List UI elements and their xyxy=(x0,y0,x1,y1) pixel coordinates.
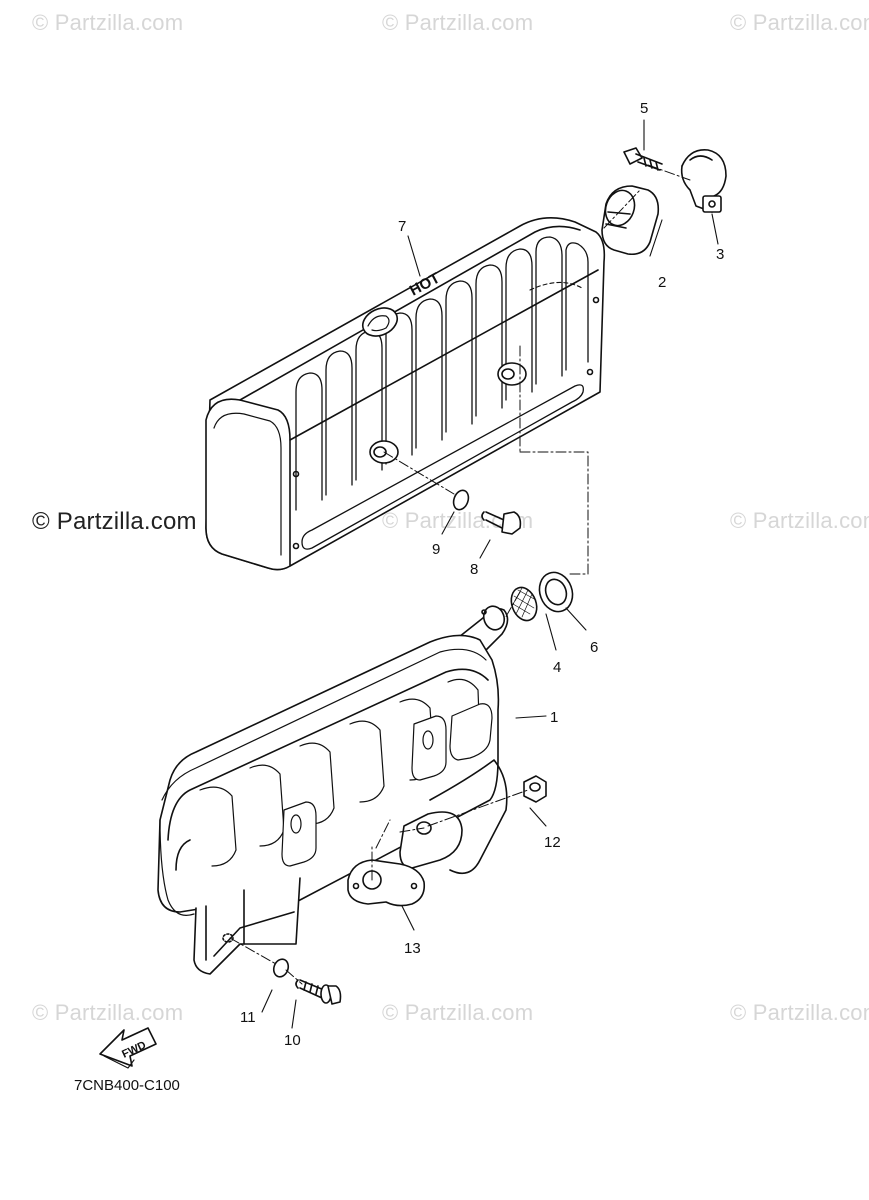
watermark: © Partzilla.com xyxy=(382,1000,534,1025)
callout-numbers: 1 2 3 4 5 6 7 8 9 10 11 12 13 FWD xyxy=(120,100,724,1061)
clamp-part-3 xyxy=(680,149,727,213)
callout-5: 5 xyxy=(640,100,648,117)
bolt-part-5 xyxy=(623,147,663,171)
gasket-part-6 xyxy=(538,571,574,613)
watermark: © Partzilla.com xyxy=(32,1000,184,1025)
watermark: © Partzilla.com xyxy=(32,10,184,35)
flange-gasket-part-13 xyxy=(347,859,426,907)
callout-10: 10 xyxy=(284,1032,301,1049)
callout-13: 13 xyxy=(404,940,421,957)
bolt-part-10 xyxy=(295,979,342,1005)
diagram-code: 7CNB400-C100 xyxy=(74,1077,180,1094)
washer-part-11 xyxy=(272,958,290,978)
callout-6: 6 xyxy=(590,639,598,656)
screen-part-4 xyxy=(510,586,538,622)
watermark: © Partzilla.com xyxy=(730,1000,869,1025)
bolt-part-8 xyxy=(481,511,522,535)
watermark: © Partzilla.com xyxy=(730,10,869,35)
washer-part-9 xyxy=(452,489,470,511)
callout-11: 11 xyxy=(240,1009,256,1026)
callout-1: 1 xyxy=(550,709,558,726)
warning-hand-icon xyxy=(361,307,399,337)
leader-lines xyxy=(261,119,719,1029)
callout-3: 3 xyxy=(716,246,724,263)
callout-9: 9 xyxy=(432,541,440,558)
callout-7: 7 xyxy=(398,218,406,235)
forward-arrow-icon xyxy=(99,1027,157,1069)
watermark: © Partzilla.com xyxy=(730,508,869,533)
nut-part-12 xyxy=(523,775,547,803)
watermark-strong: © Partzilla.com xyxy=(32,508,197,535)
heat-shield-part-7 xyxy=(205,217,606,571)
assembly-lines xyxy=(229,164,691,985)
callout-2: 2 xyxy=(658,274,666,291)
callout-8: 8 xyxy=(470,561,478,578)
callout-12: 12 xyxy=(544,834,561,851)
muffler-part-1 xyxy=(157,605,509,975)
callout-4: 4 xyxy=(553,659,561,676)
watermark: © Partzilla.com xyxy=(382,10,534,35)
cap-part-2 xyxy=(601,185,660,256)
